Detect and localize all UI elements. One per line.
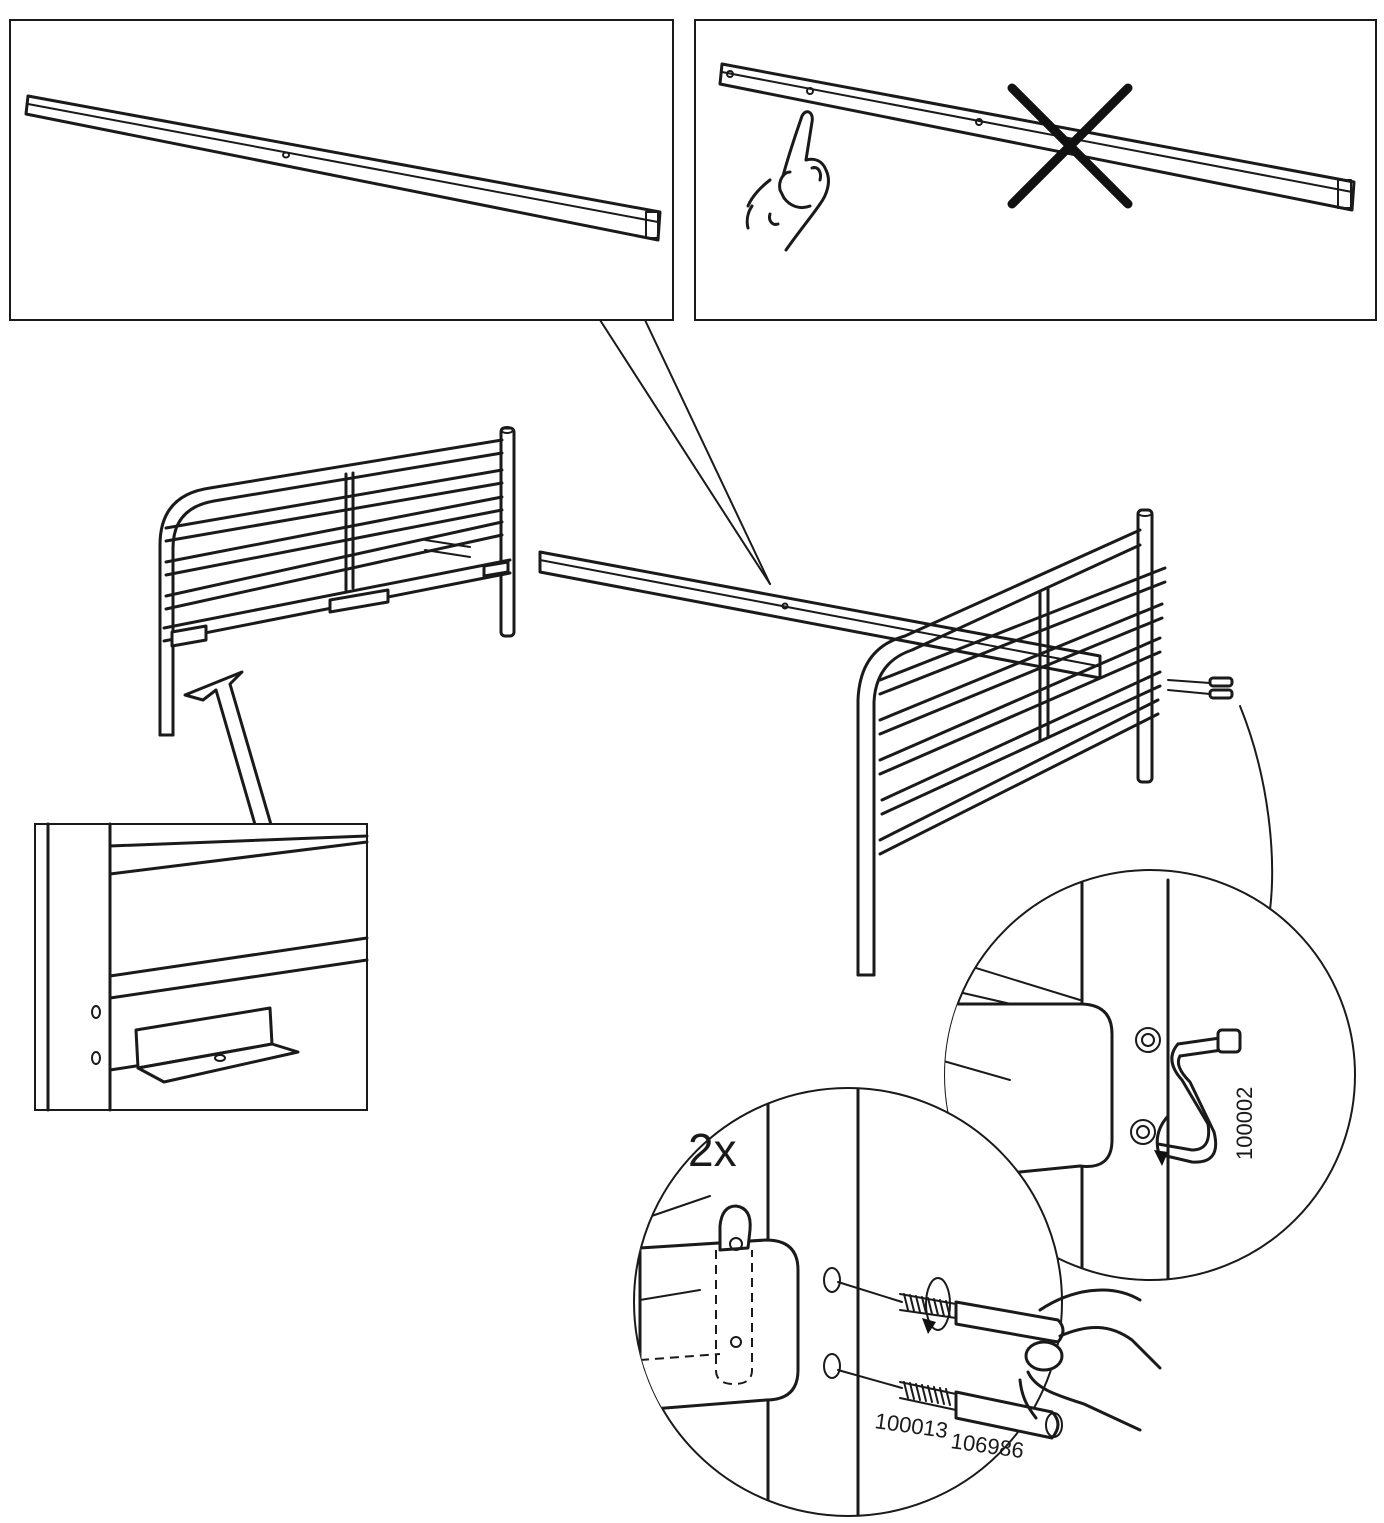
allen-key [1156,1028,1242,1164]
callout-curve [1239,705,1274,911]
panel-incorrect-rail [694,19,1377,321]
part-number-allen-key: 100002 [1232,1087,1257,1160]
callout-lines [599,319,771,585]
rotate-arrow-icon [922,1277,951,1334]
bolt-lower [837,1369,1063,1440]
panel-correct-rail [9,19,674,321]
rail-incorrect [718,62,1356,212]
l-bracket [134,1006,300,1084]
headboard-left [158,426,516,737]
hand [1018,1288,1162,1432]
side-rail [538,550,1102,680]
headboard-right [856,508,1234,977]
rotate-arrow-icon [1154,1114,1170,1166]
arrow-up-icon [183,670,274,830]
detail-bolts: 2x 100013 106986 [633,1087,1162,1517]
quantity-label: 2x [688,1124,737,1176]
bolt-upper [837,1281,1065,1344]
pointing-hand-icon [745,110,830,252]
detail-allen-key: 100002 [944,869,1356,1281]
rail-correct [24,94,662,242]
detail-bracket [34,822,369,1112]
cross-icon [1007,83,1133,209]
